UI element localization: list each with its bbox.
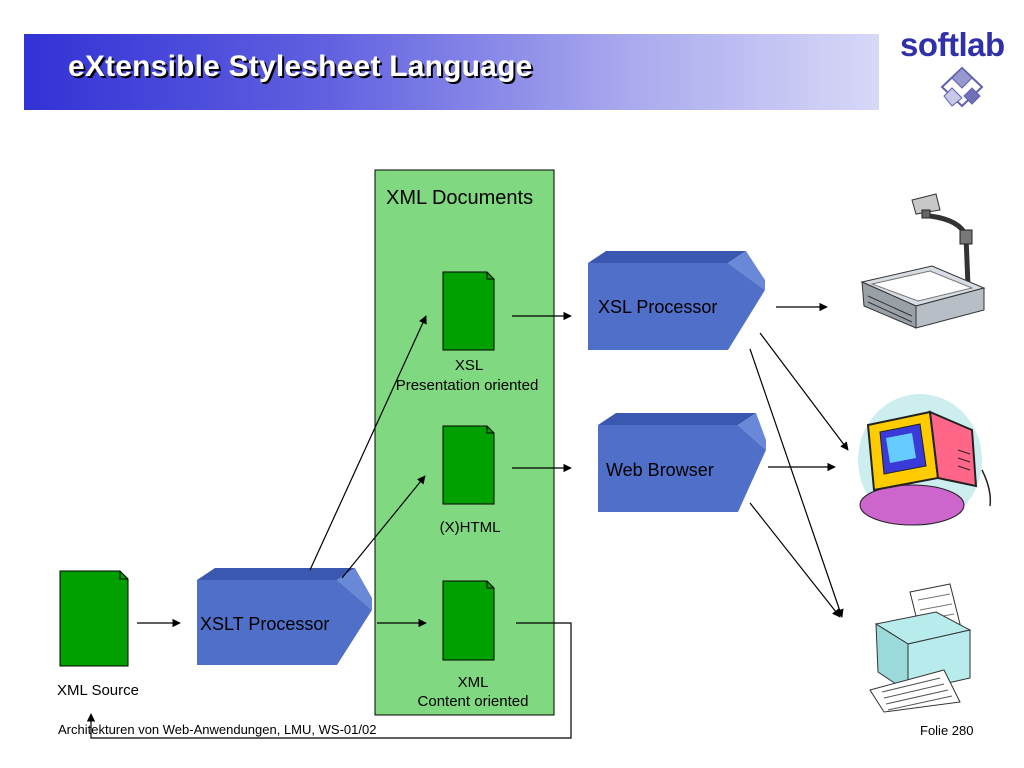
- document-icon-xhtml: [442, 425, 495, 505]
- document-icon-xsl: [442, 271, 495, 351]
- flow-arrows: [86, 302, 849, 739]
- xml-source-label: XML Source: [57, 682, 139, 699]
- xml-documents-title: XML Documents: [386, 187, 534, 209]
- document-icon-source: [59, 570, 129, 667]
- xml-doc-label-line2: Content oriented: [417, 693, 529, 710]
- printer-icon: [869, 583, 972, 713]
- xml-doc-label-line1: XML: [457, 674, 489, 691]
- xslt-processor-label: XSLT Processor: [200, 614, 330, 634]
- xsl-doc-label-line2: Presentation oriented: [395, 377, 539, 394]
- slide-title: eXtensible Stylesheet Language: [68, 50, 533, 83]
- softlab-logo-icon: [940, 66, 984, 108]
- xsl-processor-label: XSL Processor: [598, 297, 718, 317]
- title-bar: [24, 34, 879, 110]
- overhead-projector-icon: [860, 193, 986, 329]
- xslt-processor-shape: [197, 568, 372, 665]
- footer-slide-number: Folie 280: [920, 723, 974, 738]
- document-icon-xml: [442, 580, 495, 661]
- computer-monitor-icon: [858, 394, 992, 526]
- web-browser-shape: [598, 413, 766, 512]
- xhtml-doc-label: (X)HTML: [439, 519, 501, 536]
- footer-course-label: Architekturen von Web-Anwendungen, LMU, …: [58, 722, 377, 737]
- xsl-doc-label-line1: XSL: [454, 357, 484, 374]
- xsl-processor-shape: [588, 251, 765, 350]
- brand-logo-text: softlab: [900, 26, 1005, 63]
- web-browser-label: Web Browser: [606, 460, 714, 480]
